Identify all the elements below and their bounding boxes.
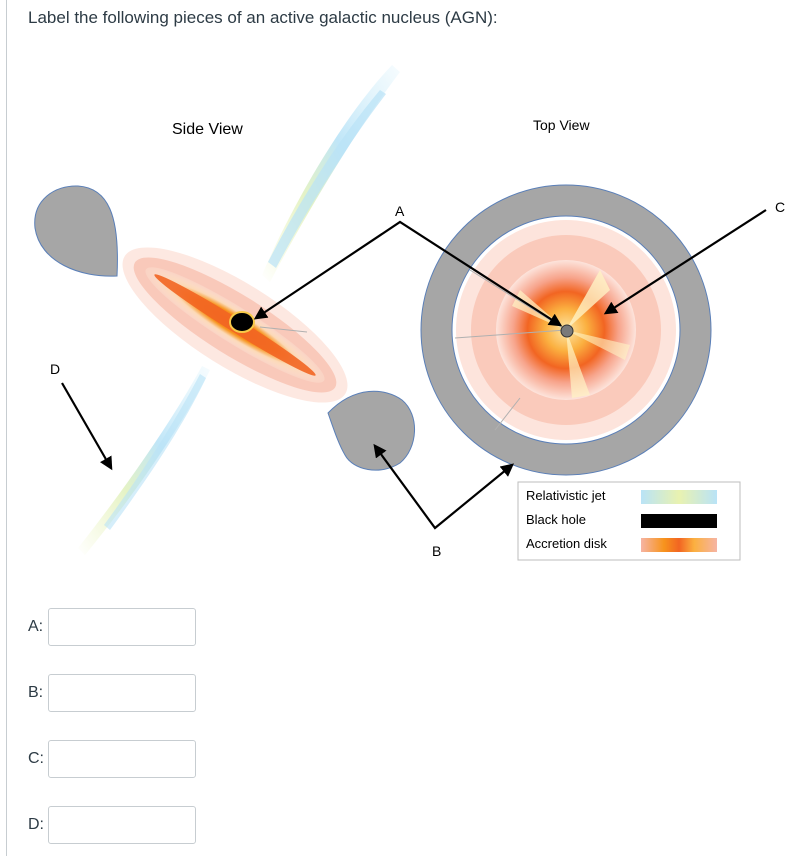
answer-input-d[interactable] [48, 806, 196, 844]
answer-label-d: D: [28, 816, 44, 833]
legend-swatch-disk [641, 538, 717, 552]
answer-row-c: C: [28, 738, 196, 780]
answer-row-a: A: [28, 606, 196, 648]
agn-diagram: Side View Top View A [34, 65, 785, 561]
svg-text:A: A [395, 203, 405, 219]
callout-d: D [50, 361, 113, 471]
answer-input-a[interactable] [48, 608, 196, 646]
upper-jet [262, 65, 400, 282]
callout-b: B [373, 443, 515, 559]
legend-label-black-hole: Black hole [526, 512, 586, 527]
legend-swatch-jet [641, 490, 717, 504]
top-view-title: Top View [533, 117, 590, 133]
callout-c: C [603, 199, 785, 315]
side-torus-lower [327, 390, 415, 471]
answer-input-b[interactable] [48, 674, 196, 712]
side-black-hole [229, 311, 255, 333]
legend-swatch-black-hole [641, 514, 717, 528]
top-black-hole [560, 324, 574, 338]
svg-text:B: B [432, 543, 441, 559]
side-view-title: Side View [172, 121, 243, 138]
answer-label-c: C: [28, 750, 44, 767]
svg-text:C: C [775, 199, 785, 215]
left-border [6, 0, 7, 856]
legend-label-jet: Relativistic jet [526, 488, 606, 503]
svg-text:D: D [50, 361, 60, 377]
side-torus-upper [34, 185, 118, 277]
callout-a: A [253, 203, 563, 327]
answer-row-b: B: [28, 672, 196, 714]
legend-label-disk: Accretion disk [526, 536, 607, 551]
question-prompt: Label the following pieces of an active … [28, 8, 498, 27]
answer-row-d: D: [28, 804, 196, 846]
legend: Relativistic jet Black hole Accretion di… [517, 481, 741, 561]
answer-label-a: A: [28, 618, 44, 635]
answer-label-b: B: [28, 684, 44, 701]
lower-jet [78, 366, 210, 555]
answer-input-c[interactable] [48, 740, 196, 778]
